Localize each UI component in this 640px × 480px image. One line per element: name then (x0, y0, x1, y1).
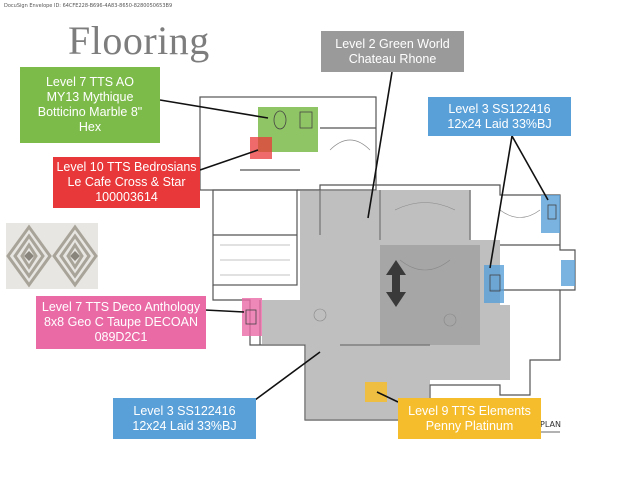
callout-line: Le Cafe Cross & Star (67, 175, 186, 189)
callout-line: Level 9 TTS Elements (408, 403, 531, 418)
callout-line: MY13 Mythique (46, 90, 134, 104)
zone-blue-level3-right (561, 260, 575, 286)
callout-line: 089D2C1 (94, 330, 148, 344)
zone-red-level10 (250, 137, 272, 159)
page-title: Flooring (68, 18, 210, 63)
callout-line: Level 3 SS122416 (133, 403, 236, 418)
callout-line: Penny Platinum (425, 418, 514, 433)
callout-line: Hex (78, 120, 102, 134)
callout-line: 100003614 (95, 190, 158, 204)
callout-level9-elements: Level 9 TTS Elements Penny Platinum (398, 398, 541, 439)
callout-level10-bedrosians: Level 10 TTS Bedrosians Le Cafe Cross & … (53, 157, 200, 208)
zone-blue-level3-mid (484, 265, 504, 303)
callout-level7-tts-ao: Level 7 TTS AO MY13 Mythique Botticino M… (20, 67, 160, 143)
callout-line: Level 7 TTS AO (45, 75, 134, 89)
callout-line: Chateau Rhone (348, 51, 437, 66)
leader-lines (159, 71, 549, 403)
callout-level2-green-world: Level 2 Green World Chateau Rhone (321, 31, 464, 72)
plan-label: PLAN (540, 420, 561, 429)
callout-line: 12x24 Laid 33%BJ (132, 418, 237, 433)
callout-line: Level 7 TTS Deco Anthology (41, 300, 201, 314)
callout-level7-deco-anthology: Level 7 TTS Deco Anthology 8x8 Geo C Tau… (36, 296, 206, 349)
envelope-id: DocuSign Envelope ID: 64CFE228-B696-4A83… (4, 3, 173, 9)
callout-line: Level 3 SS122416 (448, 101, 551, 116)
callout-line: 8x8 Geo C Taupe DECOAN (43, 315, 198, 329)
tile-diamond-right (52, 224, 98, 288)
tile-sample-image (6, 223, 98, 289)
callout-line: Level 2 Green World (335, 36, 450, 51)
callout-line: 12x24 Laid 33%BJ (447, 116, 552, 131)
zone-blue-level3-top (541, 195, 560, 233)
callout-level3-bottom: Level 3 SS122416 12x24 Laid 33%BJ (113, 398, 256, 439)
zone-yellow-level9 (365, 382, 387, 402)
callout-line: Botticino Marble 8" (37, 105, 143, 119)
flooring-area-level2 (262, 190, 510, 420)
callout-line: Level 10 TTS Bedrosians (56, 160, 197, 174)
double-arrow-icon (386, 260, 406, 307)
tile-diamond-left (6, 224, 52, 288)
zone-pink-level7-deco (242, 298, 262, 336)
callout-level3-top: Level 3 SS122416 12x24 Laid 33%BJ (428, 97, 571, 136)
